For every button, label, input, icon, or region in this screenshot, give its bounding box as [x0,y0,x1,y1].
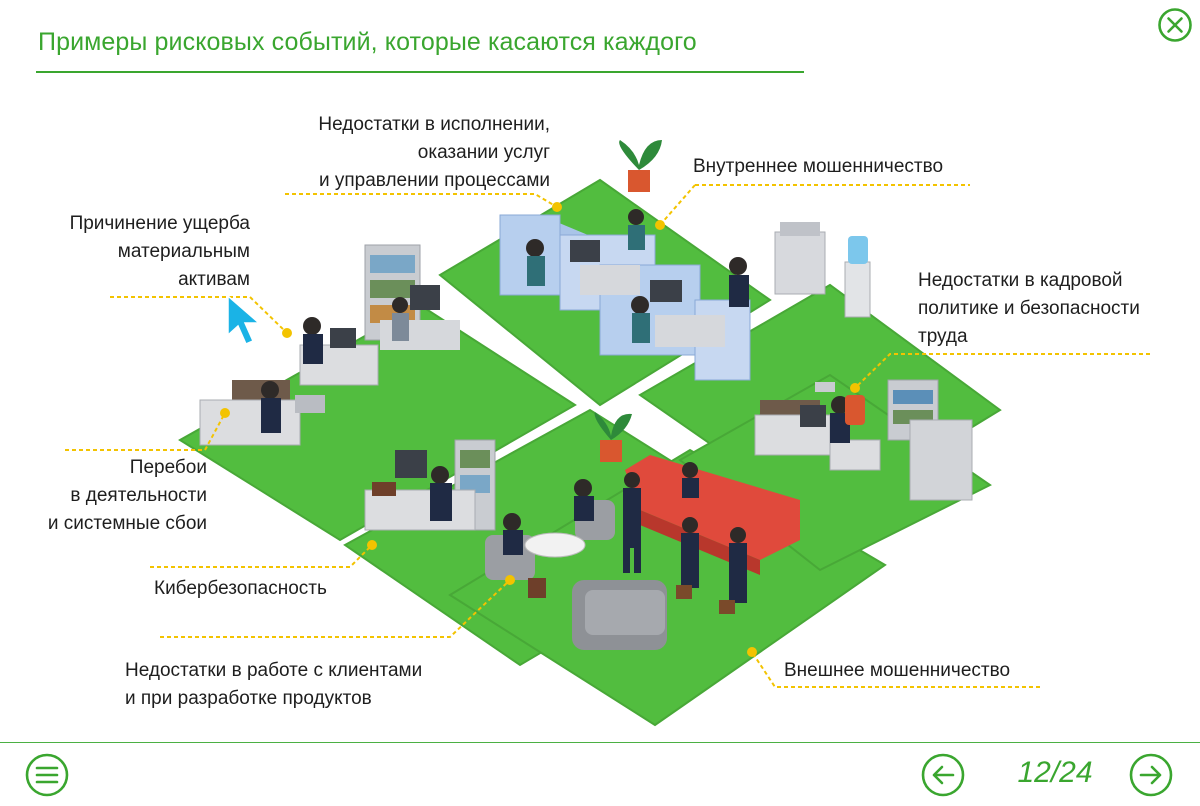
hr-office [754,379,973,501]
next-arrow-icon[interactable] [1128,752,1174,798]
footer-divider [0,742,1200,743]
close-icon[interactable] [1157,7,1193,43]
reception-area [485,455,800,650]
label-internal-fraud: Внутреннее мошенничество [693,156,944,177]
label-execution: Недостатки в исполнении, оказании услуг … [318,114,550,191]
page-title: Примеры рисковых событий, которые касают… [38,28,697,56]
page-indicator: 12/24 [1017,756,1093,789]
label-clients: Недостатки в работе с клиентами и при ра… [125,660,423,709]
cubicles-area [499,140,871,381]
leader-dots [220,202,860,657]
cyber-desk [364,412,632,531]
label-external-fraud: Внешнее мошенничество [784,660,1011,681]
label-hr: Недостатки в кадровой политике и безопас… [918,270,1140,347]
leader-lines [65,184,1150,688]
label-failures: Перебои в деятельности и системные сбои [47,457,207,534]
menu-icon[interactable] [24,752,70,798]
office-illustration [65,140,1150,727]
left-offices [199,244,460,446]
title-underline [36,71,804,73]
label-damage: Причинение ущерба материальным активам [69,213,250,290]
label-cyber: Кибербезопасность [154,578,327,599]
cursor-arrow-icon [227,294,262,345]
prev-arrow-icon[interactable] [920,752,966,798]
